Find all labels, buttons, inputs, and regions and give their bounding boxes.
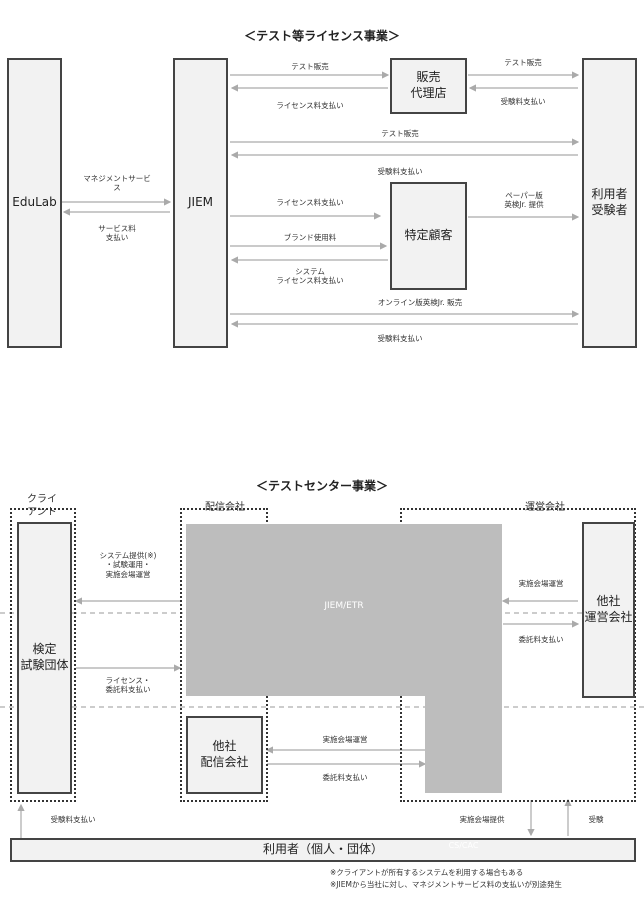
label-venue-operation-1: 実施会場運営: [518, 579, 564, 588]
label-taking-exam: 受験: [588, 815, 604, 824]
label-license-fee-2: ライセンス料支払い: [276, 198, 344, 207]
label-service-fee: サービス料 支払い: [98, 224, 136, 243]
footnote-2: ※JIEMから当社に対し、マネジメントサービス料の支払いが別途発生: [330, 880, 562, 889]
label-exam-fee: 受験料支払い: [50, 815, 96, 824]
group-client: [10, 508, 76, 802]
edulab-box: EduLab: [7, 58, 62, 348]
jiem-etr-label: JIEM/ETR: [324, 601, 364, 611]
label-exam-fee-1: 受験料支払い: [500, 97, 546, 106]
other-delivery-box: 他社 配信会社: [186, 716, 263, 794]
footnote-1: ※クライアントが所有するシステムを利用する場合もある: [330, 868, 524, 877]
label-test-sales-3: テスト販売: [381, 129, 419, 138]
users-box: 利用者 受験者: [582, 58, 637, 348]
label-venue-operation-2: 実施会場運営: [322, 735, 368, 744]
label-license-fee-1: ライセンス料支払い: [276, 101, 344, 110]
label-license-commission: ライセンス・ 委託料支払い: [105, 676, 151, 695]
label-exam-fee-3: 受験料支払い: [377, 334, 423, 343]
jiem-etr-region-bottom: [425, 696, 502, 793]
label-test-sales-2: テスト販売: [504, 58, 542, 67]
users-bar: 利用者（個人・団体）: [10, 838, 636, 862]
label-commission-fee-1: 委託料支払い: [518, 635, 564, 644]
label-commission-fee-2: 委託料支払い: [322, 773, 368, 782]
label-venue-provision: 実施会場提供: [459, 815, 505, 824]
jiem-box: JIEM: [173, 58, 228, 348]
group-label-delivery: 配信会社: [205, 502, 245, 513]
jiem-etr-region-top: [186, 524, 502, 696]
group-label-client: クライ アント: [27, 494, 57, 518]
other-operation-box: 他社 運営会社: [582, 522, 635, 698]
label-brand-fee: ブランド使用料: [283, 233, 337, 242]
label-management-service: マネジメントサービ ス: [83, 174, 151, 193]
label-exam-fee-2: 受験料支払い: [377, 167, 423, 176]
section1-title: ＜テスト等ライセンス事業＞: [244, 29, 400, 43]
label-online-sales: オンライン版英検Jr. 販売: [377, 298, 463, 307]
cs-cac-label: CS/CAC: [448, 841, 479, 850]
label-system-provision: システム提供(※) ・試験運用・ 実施会場運営: [99, 551, 157, 579]
label-system-license: システム ライセンス料支払い: [276, 267, 344, 286]
label-test-sales-1: テスト販売: [291, 62, 329, 71]
agency-box: 販売 代理店: [390, 58, 467, 114]
test-body-box: 検定 試験団体: [17, 522, 72, 794]
section2-title: ＜テストセンター事業＞: [255, 479, 388, 493]
group-label-operation: 運営会社: [525, 502, 565, 513]
special-customer-box: 特定顧客: [390, 182, 467, 290]
label-paper-version: ペーパー版 英検Jr. 提供: [504, 191, 544, 210]
